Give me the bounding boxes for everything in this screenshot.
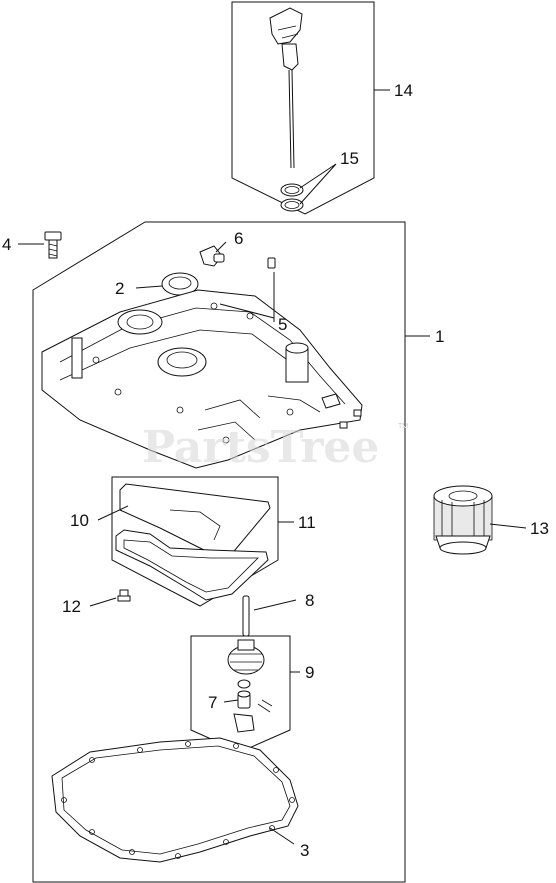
washer-icon <box>237 679 251 689</box>
callout-5: 5 <box>278 315 287 334</box>
gear-icon <box>227 639 265 675</box>
bolt-icon <box>44 231 62 259</box>
callout-2: 2 <box>115 279 124 298</box>
leader-lines <box>18 89 527 845</box>
callout-13: 13 <box>530 519 549 538</box>
pump-shaft-icon <box>237 690 251 709</box>
pump-housing-icon <box>233 699 273 733</box>
main-assembly-outline <box>32 221 406 883</box>
callout-11: 11 <box>298 513 316 532</box>
callout-3: 3 <box>300 841 309 860</box>
gasket-icon <box>115 529 269 601</box>
dipstick-icon <box>269 7 303 169</box>
elbow-fitting-icon <box>199 245 225 267</box>
oil-filter-icon <box>433 485 493 555</box>
callout-14: 14 <box>394 81 413 100</box>
callout-15: 15 <box>340 149 359 168</box>
oil-pump-box-outline <box>190 635 291 753</box>
callout-10: 10 <box>70 511 89 530</box>
callout-12: 12 <box>62 597 81 616</box>
callout-7: 7 <box>208 693 217 712</box>
gasket-hole-pattern <box>169 509 221 541</box>
closure-plate-icon <box>41 289 363 469</box>
oil-pan-gasket-icon <box>51 737 299 863</box>
callout-4: 4 <box>2 235 11 254</box>
callout-6: 6 <box>234 229 243 248</box>
callout-1: 1 <box>435 327 444 346</box>
o-ring-icon <box>280 183 304 212</box>
gasket-inner-line <box>123 539 259 593</box>
watermark-text: PartsTree <box>142 422 379 473</box>
dowel-pin-icon <box>242 595 250 637</box>
dipstick-box-outline <box>231 1 375 215</box>
screw-icon <box>117 589 131 602</box>
callout-8: 8 <box>305 591 314 610</box>
callout-9: 9 <box>305 663 314 682</box>
oil-pan-gasket-inner <box>61 745 291 855</box>
gasket-bolt-holes <box>61 741 295 859</box>
watermark-trademark: TM <box>398 423 408 430</box>
